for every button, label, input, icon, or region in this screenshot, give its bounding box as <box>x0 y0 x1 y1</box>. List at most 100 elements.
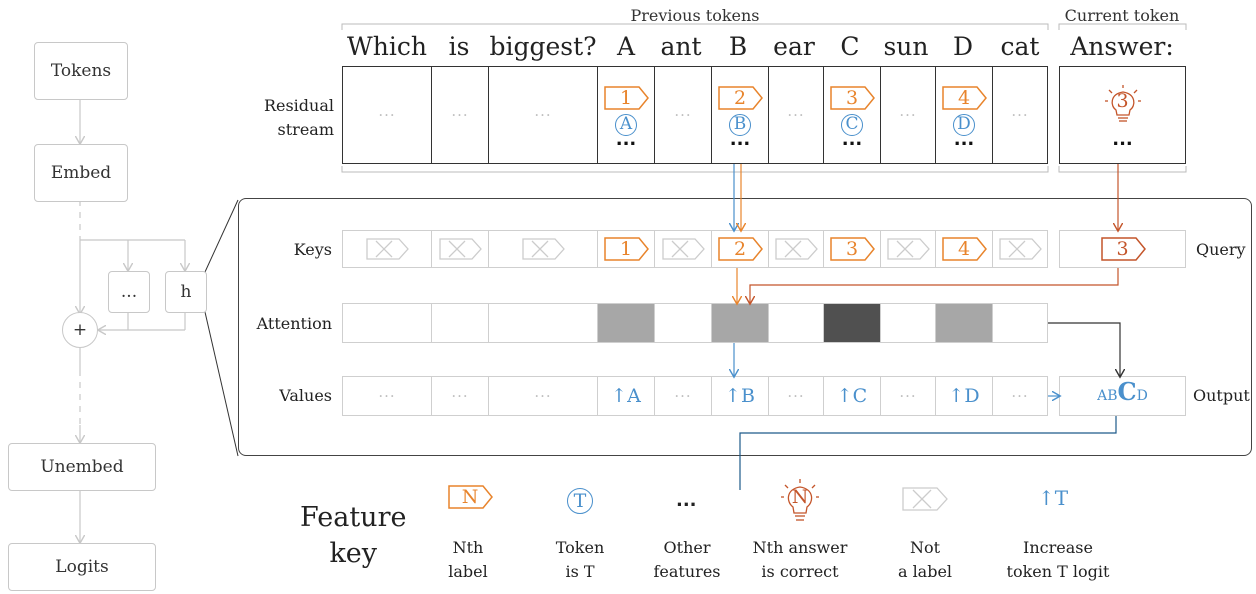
not-label-icon <box>439 238 482 260</box>
attention-cell <box>768 303 824 343</box>
key-cell: 4 <box>935 230 993 268</box>
attention-cell <box>654 303 712 343</box>
answer-correct-bulb: N <box>779 478 821 528</box>
value-cell: ··· <box>880 376 936 416</box>
token-word: ear <box>773 32 815 61</box>
key-cell <box>768 230 824 268</box>
other-features-dots: ··· <box>378 106 396 124</box>
feature-key-title-line: key <box>329 538 378 569</box>
key-label-line: is correct <box>761 562 839 581</box>
residual-cell: ··· <box>768 66 824 164</box>
label-tag-icon <box>942 237 987 261</box>
other-features-dots: ··· <box>899 106 917 124</box>
nth-label-tag: 2 <box>715 236 765 262</box>
key-label-line: Other <box>663 538 711 557</box>
output-small-letters: AB <box>1097 388 1118 404</box>
tokens-box: Tokens <box>34 42 128 100</box>
not-label-icon <box>902 487 948 511</box>
key-icon-letter: N <box>791 486 809 508</box>
other-features-dots: ··· <box>1011 106 1029 124</box>
other-features-dots: ··· <box>674 387 692 405</box>
residual-stream-label: Residual stream <box>254 94 334 142</box>
residual-cell: ··· <box>880 66 936 164</box>
bold-dots: ... <box>1112 129 1133 150</box>
attention-cell <box>823 303 881 343</box>
lightbulb-icon <box>781 479 819 521</box>
key-item-not-label <box>900 486 950 516</box>
key-label-line: features <box>653 562 721 581</box>
nth-label-tag: 4 <box>939 85 989 111</box>
attention-cell <box>992 303 1048 343</box>
value-cell: ··· <box>992 376 1048 416</box>
feature-key-title-line: Feature <box>300 502 407 533</box>
other-features-dots: ··· <box>899 387 917 405</box>
token-word: is <box>448 32 470 61</box>
label-number: 2 <box>733 238 747 260</box>
other-features-dots: ··· <box>674 106 692 124</box>
head-label: h <box>180 282 192 302</box>
label-number: 3 <box>1116 238 1129 260</box>
token-is-circle: C <box>841 113 863 136</box>
key-cell <box>431 230 489 268</box>
value-cell: ↑B <box>711 376 769 416</box>
label-tag-icon <box>830 85 875 110</box>
attention-head-panel <box>238 198 1252 456</box>
lightbulb-icon <box>1104 85 1141 122</box>
token-is-circle: T <box>567 488 593 514</box>
increase-logit-value: ↑D <box>948 385 980 407</box>
residual-cell: ··· <box>992 66 1048 164</box>
not-label-icon <box>522 238 565 260</box>
key-label-line: is T <box>565 562 595 581</box>
residual-cell: ··· <box>654 66 712 164</box>
unembed-box: Unembed <box>8 443 156 491</box>
other-features-dots: ··· <box>534 387 552 405</box>
attention-cell <box>935 303 993 343</box>
key-label-line: Nth <box>452 538 484 557</box>
other-features-dots: ··· <box>1011 387 1029 405</box>
token-word: C <box>840 32 860 61</box>
not-label-icon <box>999 238 1042 260</box>
label-number: 2 <box>733 86 747 109</box>
residual-cell: 1 A ... <box>597 66 655 164</box>
token-is-circle: B <box>729 113 751 136</box>
key-cell <box>880 230 936 268</box>
nth-label-tag: 1 <box>601 236 651 262</box>
embed-box: Embed <box>34 144 128 202</box>
not-label-icon <box>366 238 409 260</box>
label-tag-icon <box>448 485 493 509</box>
value-cell: ··· <box>488 376 598 416</box>
feature-key-title: Feature key <box>300 500 406 572</box>
logits-label: Logits <box>55 557 109 577</box>
current-token-header: Current token <box>1064 6 1180 25</box>
residual-cell: 4 D ... <box>935 66 993 164</box>
attention-label: Attention <box>256 314 332 333</box>
label-tag-icon <box>1100 237 1146 261</box>
not-label-icon <box>887 238 930 260</box>
token-word: B <box>728 32 748 61</box>
key-item-nth-label: N <box>445 484 495 510</box>
logits-box: Logits <box>8 543 156 591</box>
key-label-line: Nth answer <box>752 538 848 557</box>
bulb-number: 3 <box>1116 90 1129 112</box>
increase-logit-value: ↑A <box>611 385 641 407</box>
other-features-dots: ··· <box>378 387 396 405</box>
token-word: ant <box>660 32 702 61</box>
token-word: Which <box>347 32 427 61</box>
attention-cell <box>431 303 489 343</box>
residual-label-line: Residual <box>263 96 334 115</box>
nth-label-tag: 3 <box>827 85 877 111</box>
output-big-letter: C <box>1117 377 1137 406</box>
residual-cell: ··· <box>431 66 489 164</box>
attention-cell <box>342 303 432 343</box>
key-icon-letter: N <box>461 486 479 508</box>
output-small-letters: D <box>1136 388 1148 404</box>
add-node: + <box>62 312 98 348</box>
value-cell: ↑C <box>823 376 881 416</box>
attention-cell <box>597 303 655 343</box>
bold-dots: ... <box>841 128 863 150</box>
other-features-dots: ··· <box>534 106 552 124</box>
nth-label-tag: 3 <box>827 236 877 262</box>
